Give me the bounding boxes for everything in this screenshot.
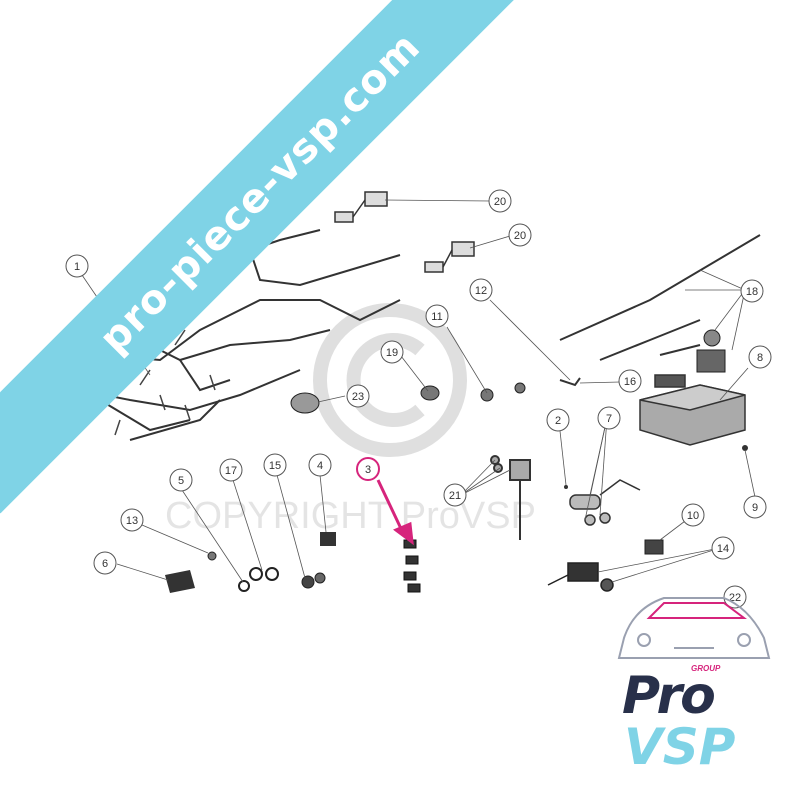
callout-19[interactable]: 19: [380, 340, 404, 364]
switch-assembly-21: [490, 455, 531, 540]
svg-text:7: 7: [606, 413, 612, 425]
callout-23[interactable]: 23: [346, 384, 370, 408]
wire-12: [559, 377, 581, 387]
callout-12[interactable]: 12: [469, 278, 493, 302]
highlight-arrow-3: [376, 479, 414, 546]
clip-5: [238, 580, 250, 592]
copyright-watermark-symbol: [313, 303, 467, 457]
svg-text:13: 13: [126, 515, 138, 527]
bulb-13: [207, 551, 217, 561]
svg-text:14: 14: [717, 543, 729, 555]
svg-text:6: 6: [102, 558, 108, 570]
svg-text:15: 15: [269, 460, 281, 472]
provsp-logo: GROUP Pro VSP: [604, 578, 784, 778]
callout-7[interactable]: 7: [597, 406, 621, 430]
svg-text:9: 9: [752, 502, 758, 514]
callout-3[interactable]: 3: [356, 457, 380, 481]
svg-text:23: 23: [352, 391, 364, 403]
callout-11[interactable]: 11: [425, 304, 449, 328]
callout-9[interactable]: 9: [743, 495, 767, 519]
svg-text:10: 10: [687, 510, 699, 522]
callout-18[interactable]: 18: [740, 279, 764, 303]
callouts: 1 2 3 4 5 6 7 8 9 10 11 12 13 14 15 16 1…: [65, 189, 772, 609]
logo-vsp: VSP: [624, 718, 736, 776]
callout-14[interactable]: 14: [711, 536, 735, 560]
svg-text:3: 3: [365, 464, 371, 476]
fuse-box-8: [639, 374, 746, 446]
callout-20b[interactable]: 20: [508, 223, 532, 247]
svg-text:20: 20: [514, 230, 526, 242]
callout-16[interactable]: 16: [618, 369, 642, 393]
callout-2[interactable]: 2: [546, 408, 570, 432]
switch-10: [644, 539, 664, 555]
wiring-harness-right: [559, 234, 761, 361]
module-14: [547, 562, 614, 592]
grommet-15b: [314, 572, 326, 584]
svg-text:5: 5: [178, 475, 184, 487]
screw-9: [742, 445, 748, 451]
callout-6[interactable]: 6: [93, 551, 117, 575]
callout-5[interactable]: 5: [169, 468, 193, 492]
relay-clip-18: [703, 329, 721, 347]
svg-text:4: 4: [317, 460, 323, 472]
svg-text:19: 19: [386, 347, 398, 359]
svg-text:21: 21: [449, 490, 461, 502]
coil-7: [569, 479, 641, 526]
sensor-11: [480, 388, 494, 402]
clips-17: [249, 567, 279, 581]
callout-13[interactable]: 13: [120, 508, 144, 532]
copyright-watermark-text: COPYRIGHT ProVSP: [165, 495, 536, 537]
callout-22[interactable]: 22: [723, 585, 747, 609]
speaker-23: [290, 392, 320, 414]
logo-group-label: GROUP: [688, 664, 724, 673]
connectors-3: [403, 539, 421, 593]
connector-20a: [334, 191, 388, 223]
sensor-11b: [514, 382, 526, 394]
grommet-15: [301, 575, 315, 589]
leader-lines: [81, 199, 756, 583]
car-outline-icon: [617, 597, 771, 659]
callout-20a[interactable]: 20: [488, 189, 512, 213]
svg-text:2: 2: [555, 415, 561, 427]
svg-text:11: 11: [431, 311, 442, 323]
connector-20b: [424, 241, 475, 273]
svg-text:18: 18: [746, 286, 758, 298]
sensor-19: [420, 385, 440, 401]
callout-4[interactable]: 4: [308, 453, 332, 477]
callout-1[interactable]: 1: [65, 254, 89, 278]
pin-2: [564, 485, 568, 489]
svg-text:16: 16: [624, 376, 636, 388]
callout-10[interactable]: 10: [681, 503, 705, 527]
logo-pro: Pro: [622, 666, 716, 726]
svg-text:12: 12: [475, 285, 487, 297]
svg-text:1: 1: [74, 261, 80, 273]
callout-8[interactable]: 8: [748, 345, 772, 369]
relay-4: [320, 532, 336, 546]
connector-block-6: [165, 570, 195, 593]
callout-17[interactable]: 17: [219, 458, 243, 482]
callout-15[interactable]: 15: [263, 453, 287, 477]
relay-18: [696, 349, 726, 373]
svg-text:8: 8: [757, 352, 763, 364]
callout-21[interactable]: 21: [443, 483, 467, 507]
svg-text:20: 20: [494, 196, 506, 208]
svg-text:17: 17: [225, 465, 237, 477]
